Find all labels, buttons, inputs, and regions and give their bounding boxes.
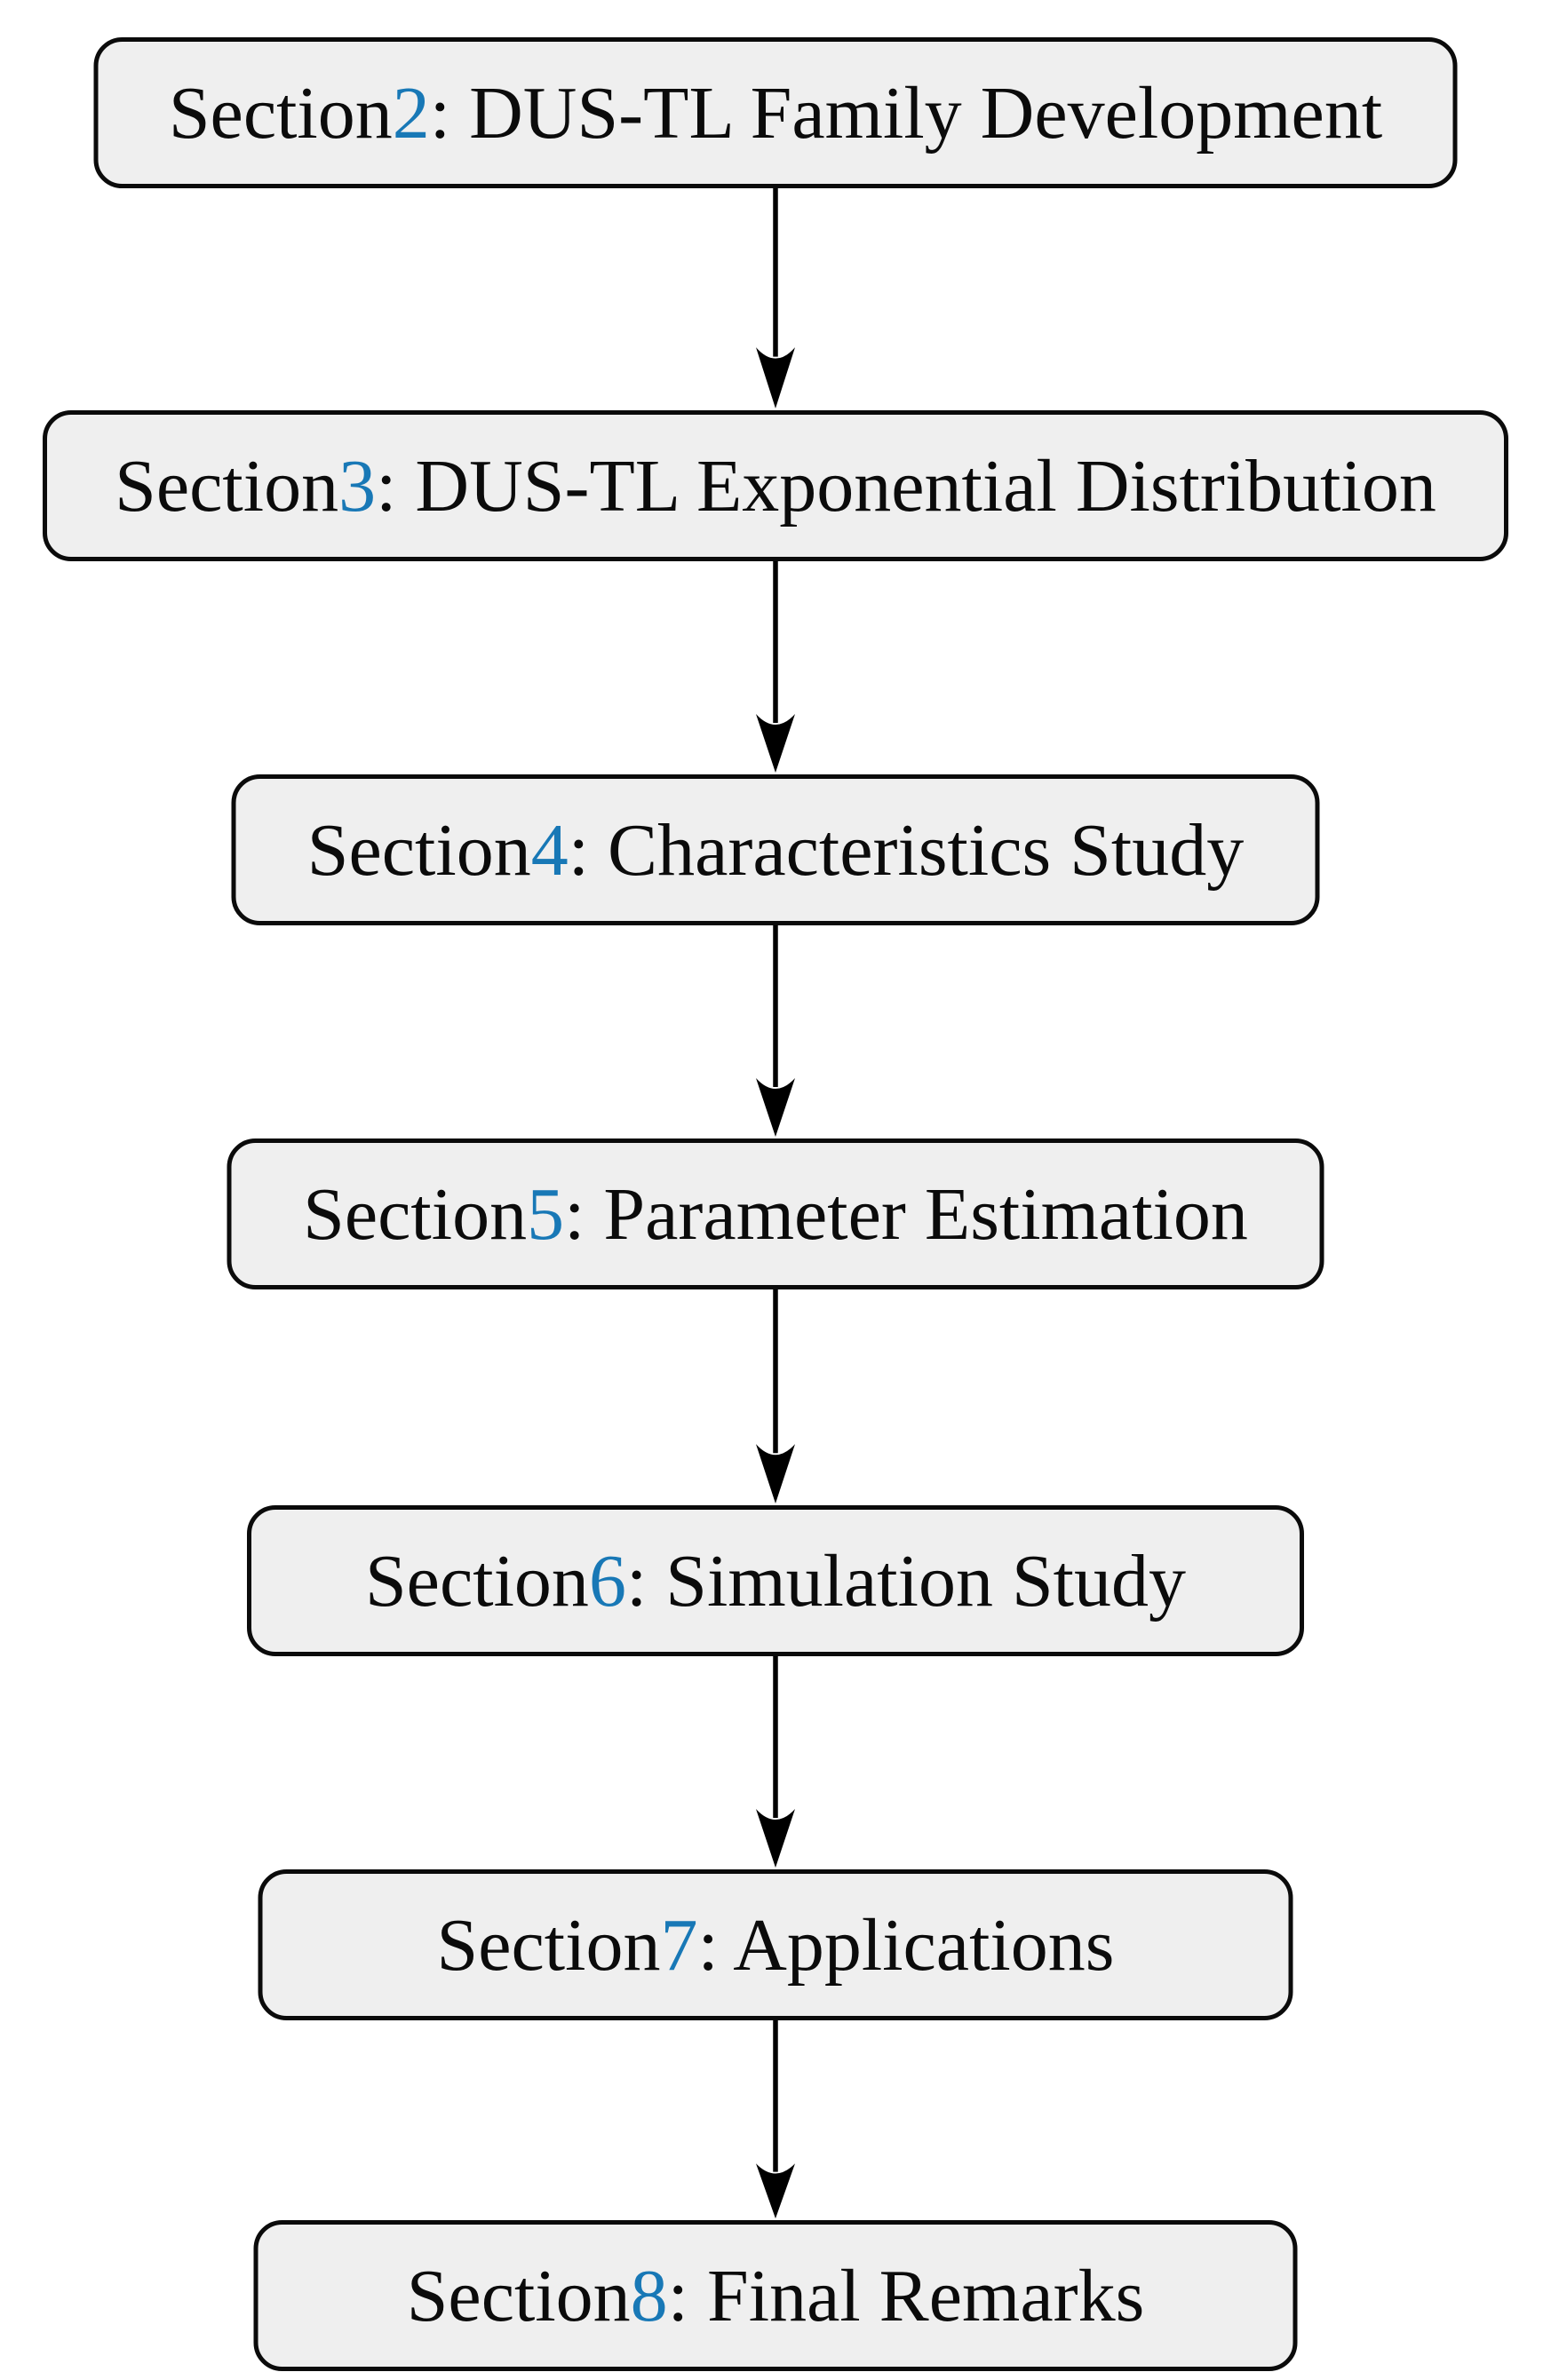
section-number: 5 [527,1172,565,1256]
flow-arrow-5 [751,1656,800,1869]
flow-node-section-7: Section 7: Applications [258,1869,1293,2020]
section-number: 3 [338,444,377,528]
section-number: 2 [392,71,430,155]
section-label-title: : DUS-TL Family Development [429,71,1383,155]
flow-node-section-3: Section 3: DUS-TL Exponential Distributi… [43,410,1508,561]
section-label-title: : Parameter Estimation [564,1172,1248,1256]
flow-node-section-6: Section 6: Simulation Study [247,1505,1304,1656]
section-label-prefix: Section [303,1172,528,1256]
arrow-down-icon [756,925,795,1137]
section-number: 8 [630,2254,668,2337]
section-label-prefix: Section [364,1539,589,1622]
section-label-prefix: Section [306,808,531,892]
flow-arrow-2 [751,561,800,774]
flow-arrow-4 [751,1289,800,1505]
arrow-down-icon [756,1289,795,1503]
flow-node-section-8: Section 8: Final Remarks [253,2220,1298,2371]
flow-arrow-1 [751,188,800,410]
flow-node-section-4: Section 4: Characteristics Study [231,774,1320,925]
section-label-prefix: Section [436,1903,661,1987]
section-number: 6 [588,1539,626,1622]
arrow-down-icon [756,2020,795,2219]
flow-arrow-3 [751,925,800,1138]
section-number: 4 [530,808,569,892]
flow-node-section-5: Section 5: Parameter Estimation [227,1138,1324,1289]
section-label-prefix: Section [406,2254,631,2337]
section-label-title: : Final Remarks [667,2254,1145,2337]
section-label-title: : Applications [697,1903,1115,1987]
arrow-down-icon [756,188,795,409]
flow-node-section-2: Section 2: DUS-TL Family Development [93,37,1458,188]
arrow-down-icon [756,1656,795,1868]
arrow-down-icon [756,561,795,773]
section-label-title: : Characteristics Study [568,808,1245,892]
section-label-prefix: Section [115,444,339,528]
flow-arrow-6 [751,2020,800,2220]
section-number: 7 [660,1903,698,1987]
section-label-prefix: Section [168,71,393,155]
section-label-title: : Simulation Study [625,1539,1187,1622]
section-label-title: : DUS-TL Exponential Distribution [376,444,1436,528]
